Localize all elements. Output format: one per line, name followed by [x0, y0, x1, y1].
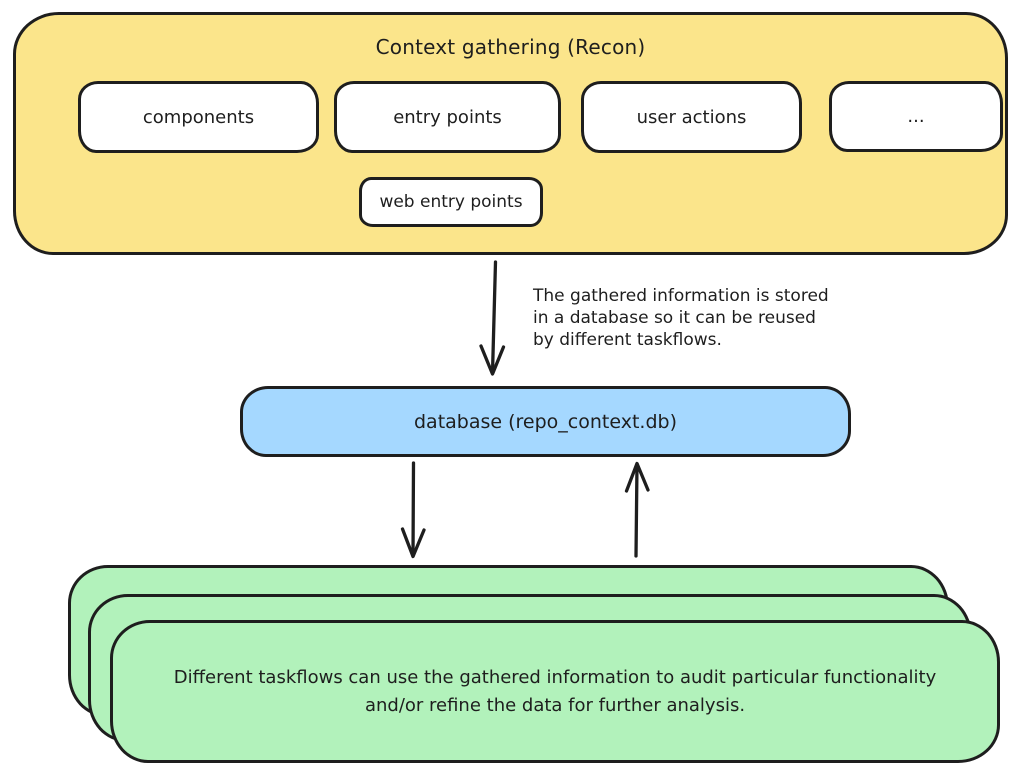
database-annotation-line: by different taskflows.: [533, 330, 722, 350]
node-components: components: [78, 81, 319, 153]
recon-container: Context gathering (Recon) components ent…: [13, 12, 1008, 255]
recon-title: Context gathering (Recon): [375, 35, 646, 59]
taskflow-text-line: and/or refine the data for further analy…: [364, 694, 746, 716]
node-user-actions: user actions: [581, 81, 802, 153]
node-web-entry-points-label: web entry points: [379, 192, 523, 212]
node-web-entry-points: web entry points: [359, 177, 543, 227]
taskflow-text-line: Different taskflows can use the gathered…: [173, 666, 937, 688]
arrow-database-to-taskflows-icon: [400, 461, 426, 559]
node-user-actions-label: user actions: [636, 106, 747, 128]
database-node: database (repo_context.db): [240, 386, 851, 457]
database-annotation: The gathered information is stored in a …: [533, 285, 829, 351]
database-annotation-line: The gathered information is stored: [533, 286, 829, 306]
node-ellipsis: ...: [829, 81, 1003, 152]
node-entry-points: entry points: [334, 81, 561, 153]
node-ellipsis-label: ...: [907, 106, 925, 127]
database-annotation-line: in a database so it can be reused: [533, 308, 816, 328]
arrow-taskflows-to-database-icon: [624, 461, 650, 558]
node-components-label: components: [142, 106, 255, 128]
database-node-label: database (repo_context.db): [414, 410, 677, 433]
node-entry-points-label: entry points: [393, 106, 502, 128]
arrow-recon-to-database-icon: [479, 260, 506, 376]
taskflow-card-front: Different taskflows can use the gathered…: [110, 620, 1000, 763]
